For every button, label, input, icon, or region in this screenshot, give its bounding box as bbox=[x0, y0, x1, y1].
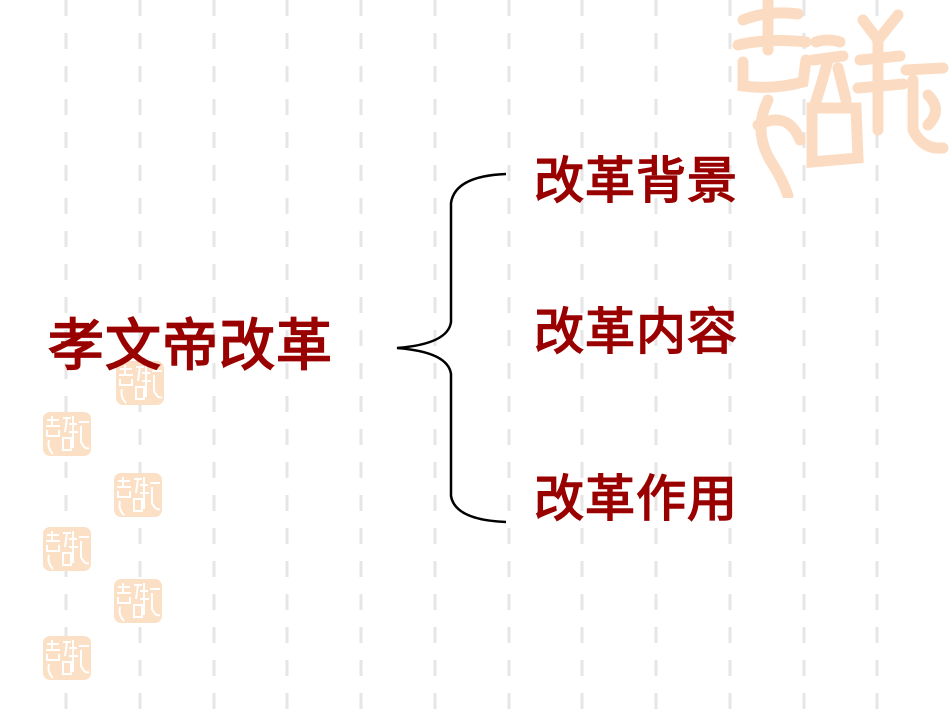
branch-item-effect: 改革作用 bbox=[534, 470, 738, 528]
auspicious-seal-icon bbox=[114, 579, 162, 623]
auspicious-seal-icon bbox=[114, 473, 162, 517]
branch-item-background: 改革背景 bbox=[534, 152, 738, 210]
auspicious-seal-icon bbox=[43, 527, 91, 571]
branch-item-content: 改革内容 bbox=[534, 303, 738, 361]
auspicious-seal-large-icon bbox=[732, 0, 949, 198]
auspicious-seal-icon bbox=[43, 636, 91, 680]
auspicious-seal-icon bbox=[43, 412, 91, 456]
auspicious-seal-icon bbox=[116, 361, 164, 405]
main-topic-title: 孝文帝改革 bbox=[48, 314, 333, 379]
